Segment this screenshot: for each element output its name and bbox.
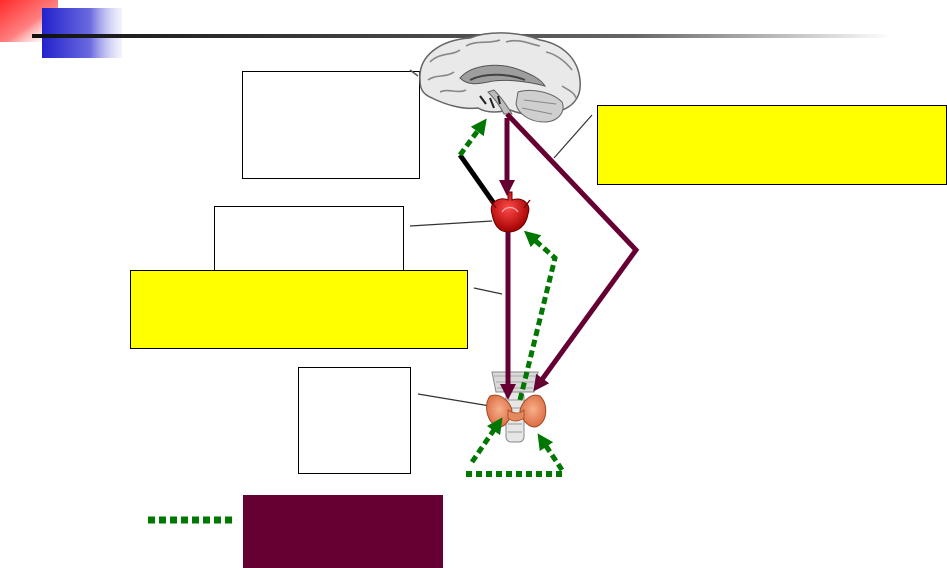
pituitary-label-box	[214, 206, 404, 278]
header-blue-square	[42, 8, 122, 58]
stimulatory-arrows	[498, 112, 640, 401]
feedback-arrow-to-hypothalamus	[457, 118, 487, 157]
legend-box	[243, 495, 443, 568]
feedback-arrow-lower-right	[537, 433, 565, 472]
hypothalamus-label-box	[242, 71, 420, 179]
pituitary-hormone-box	[130, 270, 468, 349]
thyroid-gland-icon	[486, 371, 547, 443]
pituitary-gland-icon	[489, 191, 531, 233]
feedback-arrows	[457, 118, 565, 477]
feedback-arrow-lower-left	[469, 417, 503, 464]
leader-line-pituitary	[409, 220, 493, 227]
feedback-arrow-to-pituitary	[517, 230, 558, 401]
arrow-hypothalamus-to-thyroid	[505, 112, 640, 392]
thyroid-label-box	[298, 367, 411, 474]
hypothalamus-hormone-box	[597, 105, 947, 185]
leader-line-hypothalamus	[553, 114, 593, 159]
leader-line-hormone	[473, 287, 503, 295]
header-rule	[32, 34, 892, 38]
brain-sagittal-icon	[409, 32, 581, 123]
leader-line-thyroid	[417, 393, 491, 407]
